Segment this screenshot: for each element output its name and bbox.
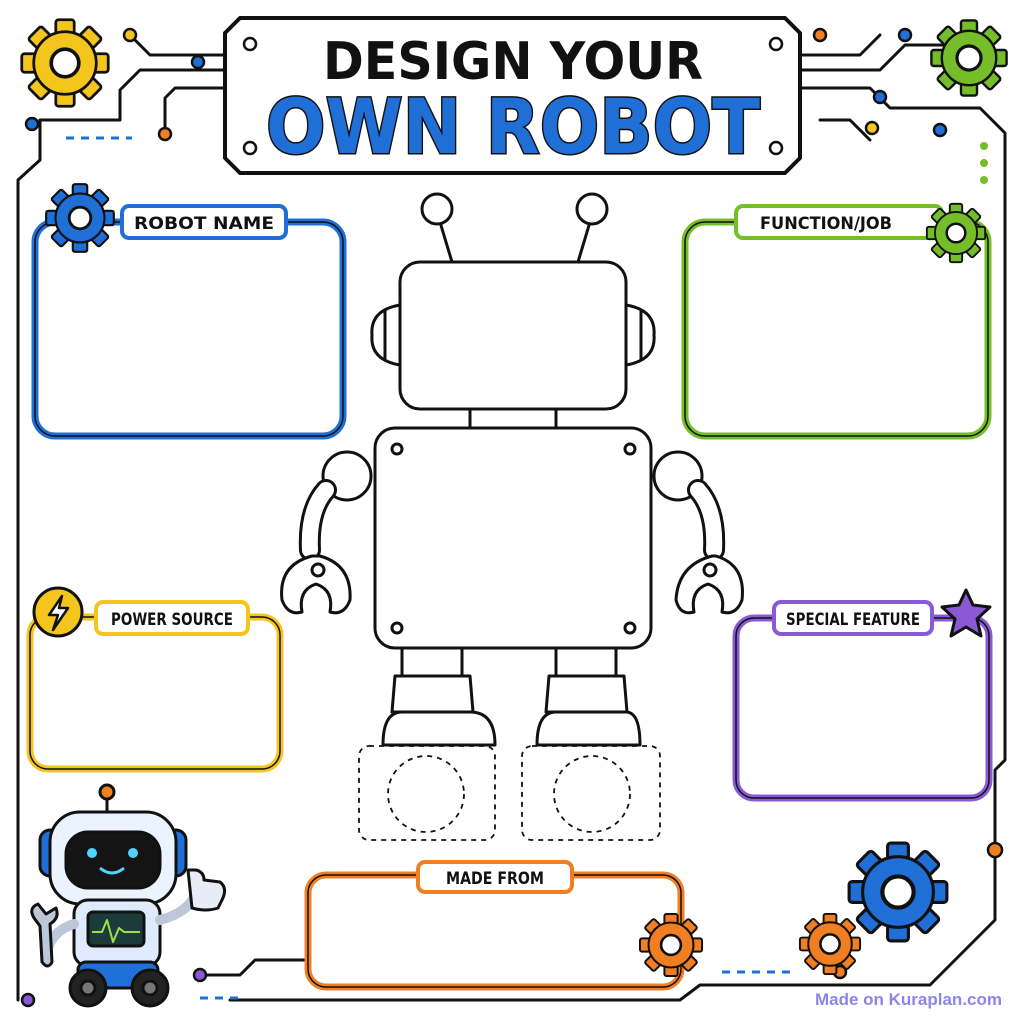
made-from-label: MADE FROM: [446, 869, 544, 889]
title-line-2: OWN ROBOT: [266, 82, 760, 171]
title-plate: DESIGN YOUR OWN ROBOT: [223, 16, 802, 175]
robot-name-box[interactable]: ROBOT NAME: [31, 204, 347, 440]
robot-outline: [280, 192, 744, 747]
feet-dashed-placeholders: [358, 745, 661, 841]
special-feature-label: SPECIAL FEATURE: [786, 610, 920, 630]
title-line-1: DESIGN YOUR: [323, 32, 703, 92]
green-gear-icon: [929, 18, 1009, 98]
robot-name-label: ROBOT NAME: [134, 214, 274, 234]
large-blue-gear-icon: [849, 843, 947, 941]
blue-gear-icon: [44, 182, 116, 254]
function-job-label: FUNCTION/JOB: [760, 214, 892, 234]
circuit-border: [16, 33, 1007, 1002]
green-dots: [980, 142, 988, 184]
lightning-bolt-icon: [32, 586, 84, 638]
robot-mascot-icon: [30, 783, 227, 1008]
power-source-box[interactable]: POWER SOURCE: [26, 600, 284, 773]
function-gear-icon: [925, 202, 987, 264]
special-feature-box[interactable]: SPECIAL FEATURE: [732, 600, 993, 802]
orange-gear-icon: [638, 912, 862, 978]
power-source-label: POWER SOURCE: [111, 610, 233, 630]
dashed-accents: [66, 136, 790, 1000]
purple-star-icon: [940, 588, 992, 638]
yellow-gear-icon: [19, 17, 111, 109]
made-from-box[interactable]: MADE FROM: [304, 860, 685, 991]
watermark-text: Made on Kuraplan.com: [814, 990, 1002, 1009]
